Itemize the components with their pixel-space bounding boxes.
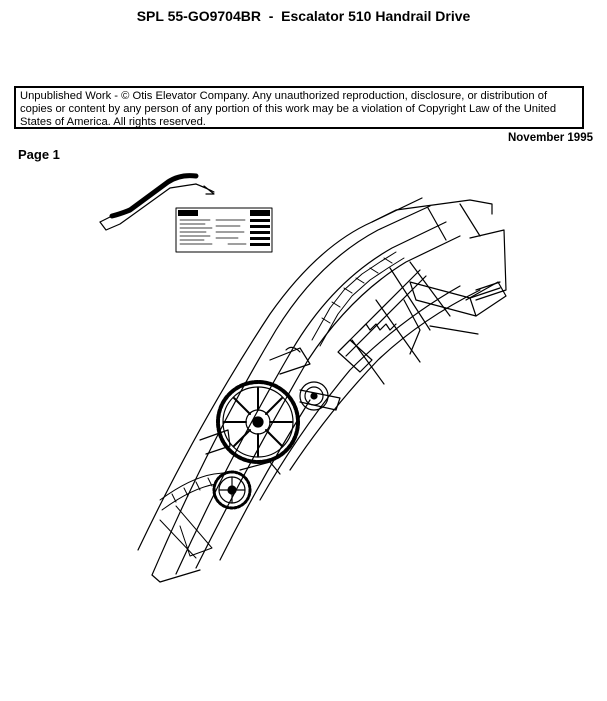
lower-newel-wheel [212, 470, 252, 510]
lower-frame [151, 346, 311, 583]
label-card-icon [175, 207, 273, 253]
truss-frame [137, 197, 507, 576]
main-drive-wheel [216, 380, 300, 464]
handrail-drive-illustration [99, 173, 507, 583]
document-title: SPL 55-GO9704BR - Escalator 510 Handrail… [136, 8, 471, 24]
document-date: November 1995 [507, 132, 593, 144]
step-chain [311, 251, 405, 347]
page-label: Page 1 [18, 147, 60, 162]
tension-spring [337, 269, 427, 373]
copyright-notice: Unpublished Work - © Otis Elevator Compa… [14, 86, 584, 129]
escalator-locator-icon [99, 173, 215, 231]
drive-sprocket [299, 381, 341, 411]
handrail-chain [159, 471, 233, 559]
